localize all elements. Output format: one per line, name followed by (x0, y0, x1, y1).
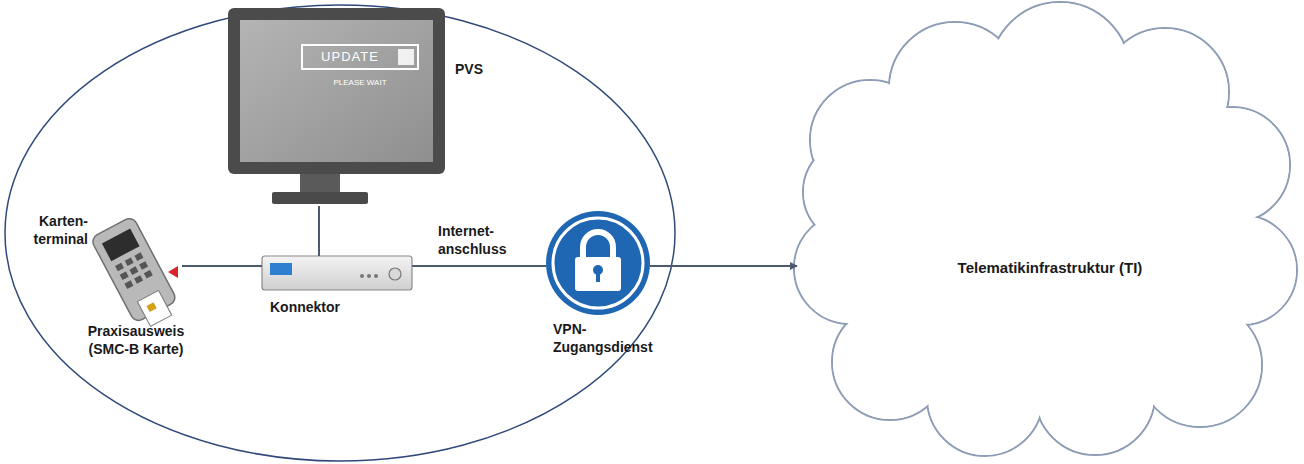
card-marker (168, 266, 178, 278)
cloud-shape (794, 2, 1297, 456)
connector-line (412, 265, 546, 267)
connector-box: Konnektor (262, 256, 412, 290)
node-label: PVS (455, 60, 515, 78)
ti-cloud: Telematikinfrastruktur (TI) (797, 10, 1297, 455)
card-terminal: Karten- terminalPraxisausweis (SMC-B Kar… (92, 222, 182, 318)
node-label: Karten- terminal (14, 212, 88, 248)
node-label: Telematikinfrastruktur (TI) (880, 259, 1220, 277)
screen-text: UPDATE (302, 47, 398, 67)
node-label: Konnektor (270, 298, 380, 316)
pvs-monitor: UPDATEPLEASE WAITPVS (228, 8, 445, 206)
screen-subtext: PLEASE WAIT (300, 78, 420, 88)
connector-line (650, 265, 797, 267)
node-label: VPN- Zugangsdienst (553, 320, 665, 356)
connector-device (262, 256, 412, 290)
monitor-icon (228, 8, 445, 204)
edge-label: Internet- anschluss (438, 222, 524, 258)
node-label: Praxisausweis (SMC-B Karte) (78, 322, 194, 358)
connector-line (182, 265, 262, 267)
practice-ellipse (5, 5, 675, 461)
vpn-access: VPN- Zugangsdienst (546, 211, 650, 315)
vpn-lock-icon (546, 211, 650, 315)
card-terminal-icon (90, 216, 182, 332)
connector-line (318, 206, 320, 256)
